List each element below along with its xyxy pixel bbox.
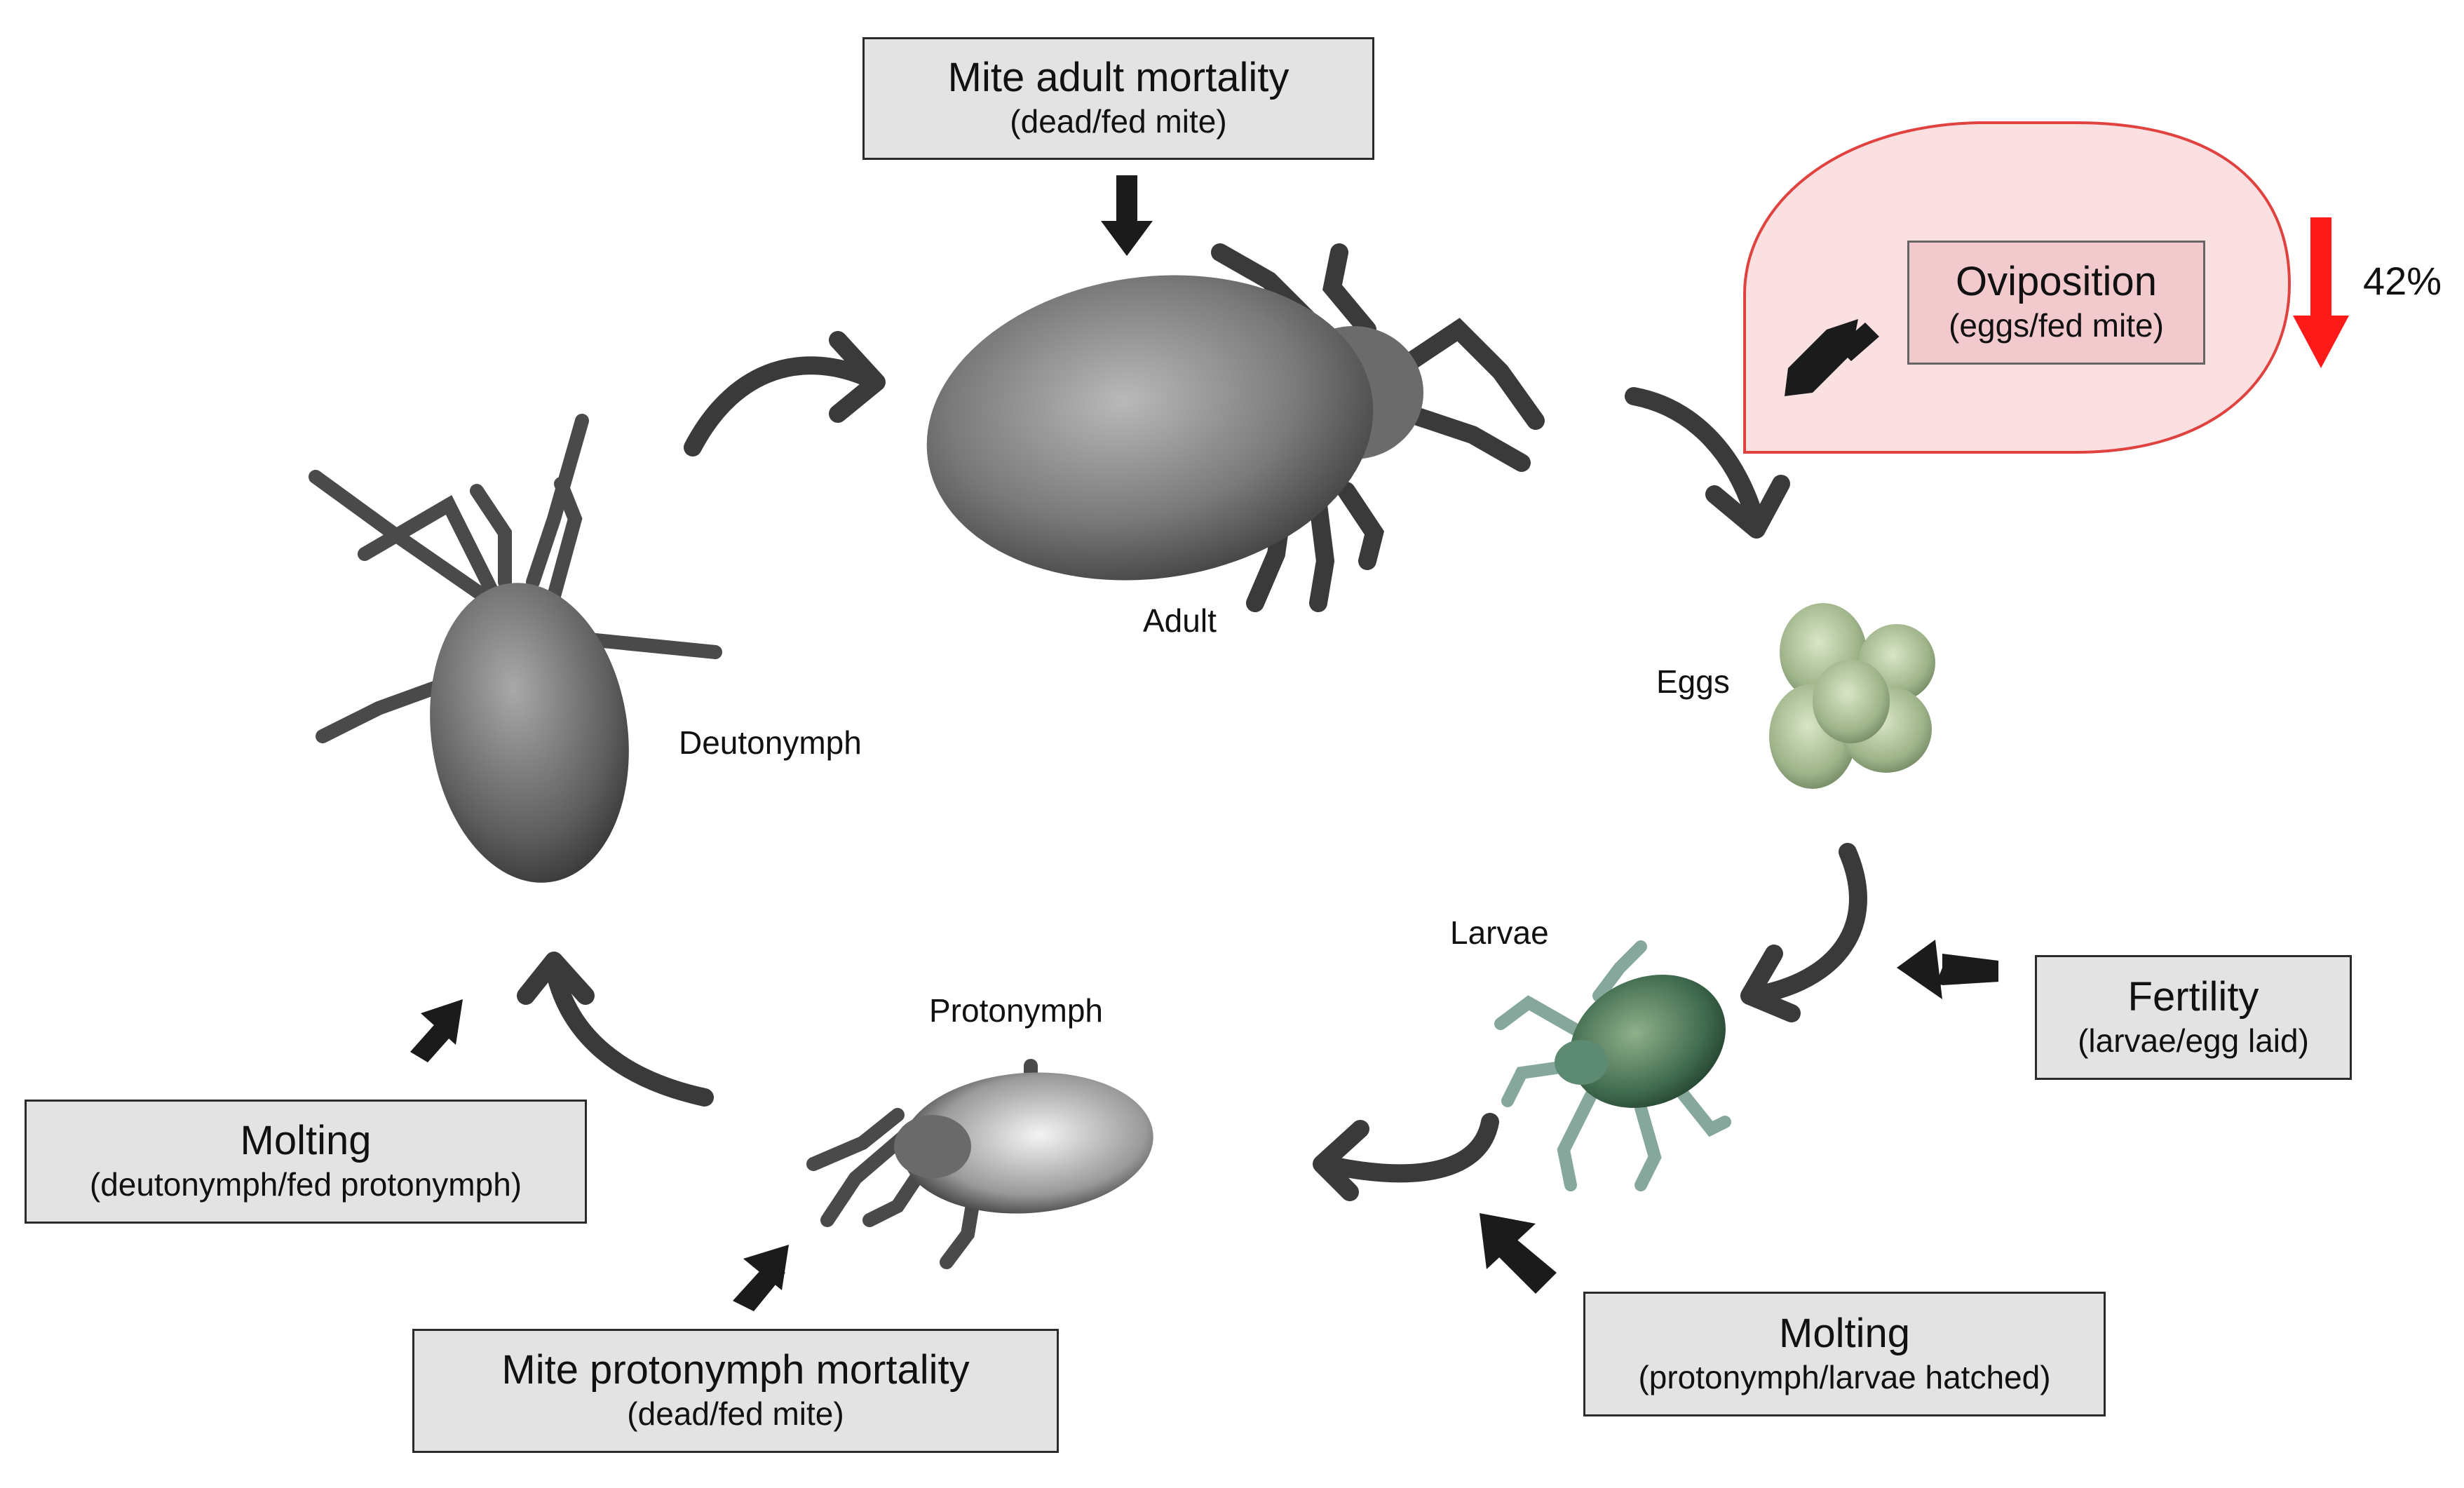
- box-oviposition-title: Oviposition: [1956, 259, 2157, 305]
- stage-label-eggs: Eggs: [1656, 663, 1730, 700]
- larva-mite-image: [1494, 940, 1731, 1191]
- box-protonymph-mortality-title: Mite protonymph mortality: [501, 1347, 970, 1393]
- box-adult-mortality: Mite adult mortality (dead/fed mite): [862, 37, 1374, 160]
- arrow-molting-deutonymph-icon: [410, 999, 463, 1062]
- stage-label-protonymph: Protonymph: [929, 992, 1104, 1029]
- box-protonymph-mortality: Mite protonymph mortality (dead/fed mite…: [412, 1329, 1059, 1453]
- box-fertility-subtitle: (larvae/egg laid): [2078, 1022, 2309, 1059]
- arrow-protonymph-mortality-icon: [733, 1245, 789, 1311]
- box-molting-protonymph-title: Molting: [1779, 1310, 1910, 1356]
- stage-label-deutonymph: Deutonymph: [679, 724, 862, 761]
- cycle-arrow-deutonymph-to-adult: [684, 356, 879, 456]
- cycle-arrow-protonymph-to-deutonymph: [545, 959, 714, 1107]
- stage-label-larvae: Larvae: [1450, 914, 1549, 951]
- decrease-arrow-icon: [2293, 217, 2349, 368]
- box-oviposition-subtitle: (eggs/fed mite): [1949, 307, 2164, 344]
- box-molting-deutonymph: Molting (deutonymph/fed protonymph): [25, 1100, 587, 1224]
- arrow-adult-mortality-icon: [1101, 175, 1153, 256]
- deutonymph-mite-image: [309, 414, 722, 883]
- cycle-arrow-adult-to-eggs: [1625, 387, 1762, 521]
- arrow-oviposition-icon: [1785, 319, 1879, 396]
- protonymph-mite-image: [806, 1059, 1153, 1269]
- cycle-arrow-eggs-to-larvae: [1744, 843, 1867, 1005]
- arrow-fertility-icon: [1897, 940, 1998, 999]
- box-molting-deutonymph-title: Molting: [240, 1118, 372, 1164]
- cycle-arrow-larvae-to-protonymph: [1316, 1113, 1499, 1183]
- oviposition-change-label: 42%: [2363, 259, 2442, 303]
- box-molting-protonymph: Molting (protonymph/larvae hatched): [1583, 1292, 2106, 1416]
- box-adult-mortality-title: Mite adult mortality: [947, 55, 1289, 101]
- arrow-molting-protonymph-icon: [1480, 1213, 1557, 1294]
- box-adult-mortality-subtitle: (dead/fed mite): [1010, 103, 1227, 140]
- eggs-image: [1769, 603, 1935, 789]
- box-fertility-title: Fertility: [2127, 973, 2259, 1020]
- box-molting-protonymph-subtitle: (protonymph/larvae hatched): [1638, 1358, 2051, 1395]
- box-molting-deutonymph-subtitle: (deutonymph/fed protonymph): [89, 1166, 522, 1203]
- box-oviposition: Oviposition (eggs/fed mite): [1907, 241, 2205, 365]
- box-fertility: Fertility (larvae/egg laid): [2035, 955, 2352, 1080]
- box-protonymph-mortality-subtitle: (dead/fed mite): [627, 1395, 844, 1433]
- stage-label-adult: Adult: [1143, 602, 1217, 639]
- adult-mite-image: [926, 243, 1545, 612]
